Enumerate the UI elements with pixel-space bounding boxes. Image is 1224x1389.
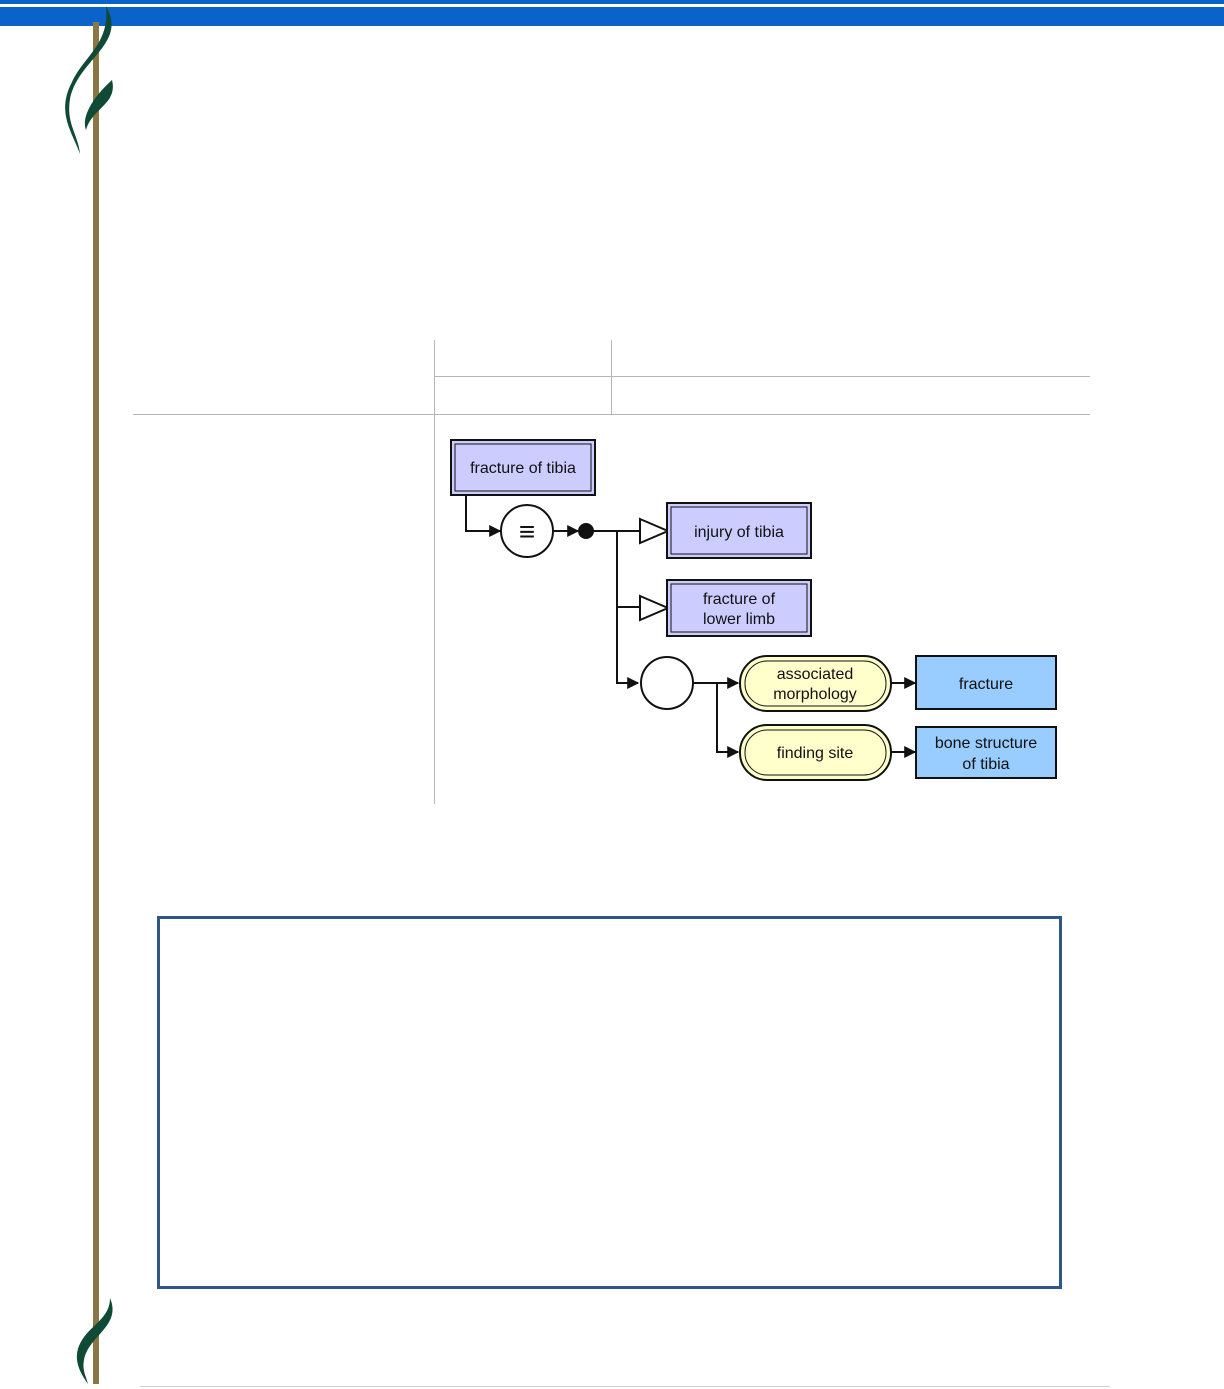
attribute-label: morphology — [773, 686, 857, 703]
left-margin-rule — [93, 22, 99, 1384]
attribute-label: finding site — [777, 745, 854, 762]
table-row-divider — [434, 376, 1090, 377]
root-concept-box: fracture of tibia — [450, 439, 596, 496]
parent-concept-box: injury of tibia — [666, 502, 812, 559]
equivalence-symbol: ≡ — [519, 516, 535, 547]
attribute-box: finding site — [739, 724, 892, 781]
parent-concept-label: fracture of — [703, 591, 776, 608]
header-bar — [0, 0, 1224, 26]
leaf-flourish-icon — [76, 1298, 113, 1384]
isa-arrow-icon — [639, 517, 671, 545]
isa-arrow-icon — [639, 594, 671, 622]
footer-rule — [140, 1386, 1110, 1387]
connector-line — [716, 683, 740, 758]
equivalence-node: ≡ — [500, 504, 554, 558]
attribute-label: associated — [777, 666, 854, 683]
value-concept-box: bone structure of tibia — [915, 726, 1057, 779]
value-concept-label: fracture — [959, 676, 1013, 693]
table-column-divider — [611, 340, 612, 414]
parent-concept-label: injury of tibia — [694, 524, 784, 541]
value-concept-label: of tibia — [962, 756, 1009, 773]
table-header-divider — [133, 414, 1090, 415]
connector-line — [616, 531, 640, 689]
header-stripe — [0, 4, 1224, 7]
attribute-box: associated morphology — [739, 655, 892, 712]
value-concept-box: fracture — [915, 655, 1057, 710]
parent-concept-label: lower limb — [703, 611, 775, 628]
conjunction-dot — [578, 523, 594, 539]
parent-concept-box: fracture of lower limb — [666, 579, 812, 637]
value-concept-label: bone structure — [935, 735, 1037, 752]
leaf-flourish-icon — [65, 6, 113, 154]
root-concept-label: fracture of tibia — [470, 460, 576, 477]
table-column-divider — [434, 340, 435, 804]
attribute-group-node — [640, 656, 694, 710]
note-box — [157, 916, 1062, 1289]
connector-line — [465, 496, 502, 537]
